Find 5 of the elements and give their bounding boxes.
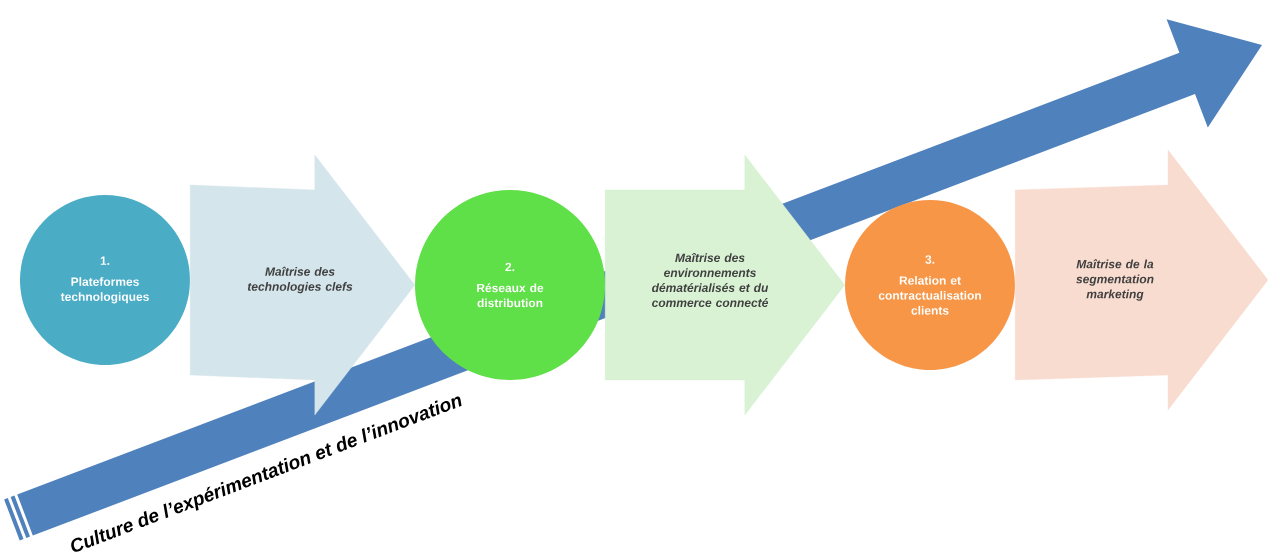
- edge-label: Maîtrise des technologies clefs: [239, 265, 361, 295]
- edge-label: Maîtrise de la segmentation marketing: [1059, 258, 1171, 302]
- edge-label: Maîtrise des environnements dématérialisés et du commerce connecté: [641, 251, 779, 309]
- block-arrow: [1015, 149, 1268, 411]
- block-arrow: [190, 154, 415, 416]
